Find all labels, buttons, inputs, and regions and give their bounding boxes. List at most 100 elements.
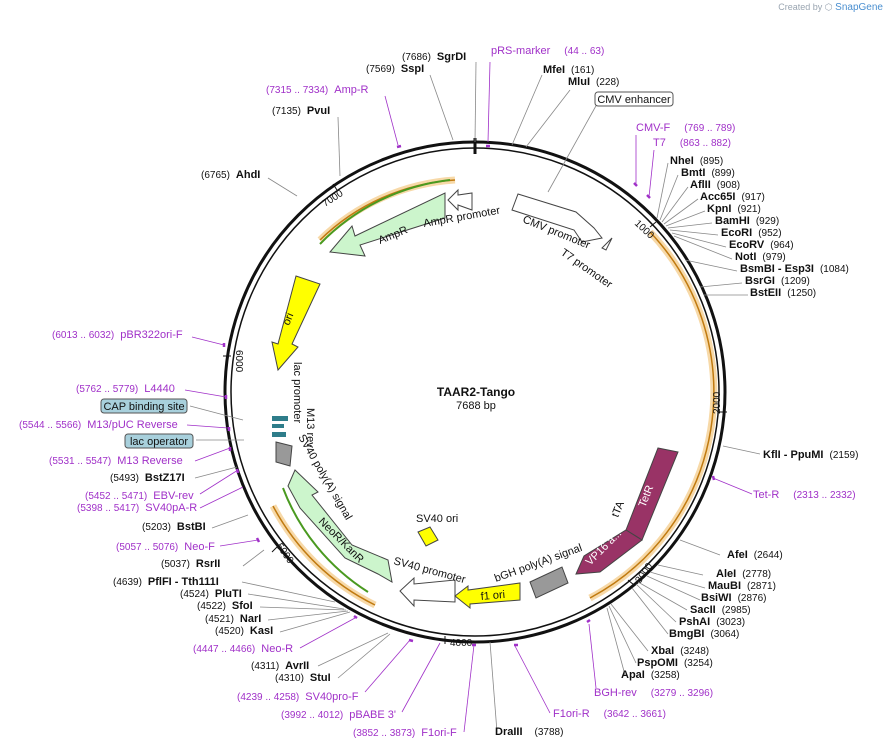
site-bsteii: BstEII(1250) — [750, 287, 816, 299]
site-stui: (4310)StuI — [275, 672, 331, 684]
boxed-cmv-enhancer: CMV enhancer — [594, 91, 674, 107]
svg-text:lac operator: lac operator — [130, 436, 188, 448]
site-kasi: (4520)KasI — [215, 625, 273, 637]
m13-rev-box — [272, 424, 284, 428]
f1-ori-arrow — [454, 582, 521, 610]
ori-arrow — [271, 275, 321, 372]
site-nari: (4521)NarI — [205, 613, 261, 625]
feature-label-m13-rev: M13 rev — [304, 408, 316, 448]
credit-brand: SnapGene — [835, 2, 883, 13]
site-draiii: DraIII(3788) — [495, 726, 563, 738]
site-bamhi: BamHI(929) — [715, 215, 779, 227]
sv40-promoter-arrow — [399, 576, 456, 608]
site-kpni: KpnI(921) — [707, 203, 761, 215]
site-labels: (7686)SgrDI (7569)SspI (7135)PvuI (6765)… — [110, 51, 858, 738]
sv40-polya-box — [275, 441, 293, 467]
site-bsiwi: BsiWI(2876) — [701, 592, 766, 604]
site-ecori: EcoRI(952) — [721, 227, 782, 239]
feature-label-f1-ori: f1 ori — [480, 589, 505, 603]
sv40-ori-box — [417, 526, 439, 547]
primer-pbabe-3: (3992 .. 4012)pBABE 3' — [281, 709, 396, 721]
site-bstbi: (5203)BstBI — [142, 521, 206, 533]
site-maubi: MauBI(2871) — [708, 580, 776, 592]
site-mfei: MfeI(161) — [543, 64, 594, 76]
site-noti: NotI(979) — [735, 251, 786, 263]
site-apai: ApaI(3258) — [621, 669, 680, 681]
snapgene-credit: Created by ⬡ SnapGene — [778, 2, 883, 13]
site-mlui: MluI(228) — [568, 76, 619, 88]
feature-label-sv40-promoter: SV40 promoter — [392, 555, 467, 586]
tick-6000-label: 6000 — [233, 350, 244, 373]
site-pshai: PshAI(3023) — [679, 616, 745, 628]
primer-leaders — [184, 61, 753, 733]
svg-text:CAP binding site: CAP binding site — [103, 401, 184, 413]
site-alei: AleI(2778) — [716, 568, 771, 580]
feature-label-t7-promoter: T7 promoter — [558, 247, 614, 291]
primer-l4440: (5762 .. 5779)L4440 — [76, 383, 175, 395]
cmv-promoter-arrow — [511, 193, 603, 243]
feature-label-ori: ori — [281, 311, 297, 327]
t7-promoter-arrow — [601, 237, 613, 251]
site-bsmbi-esp3i: BsmBI - Esp3I(1084) — [740, 263, 849, 275]
feature-label-lac-promoter: lac promoter — [291, 362, 303, 423]
vp16-arrow — [575, 529, 643, 575]
feature-label-sv40-ori: SV40 ori — [416, 513, 458, 525]
plasmid-name: TAAR2-Tango — [437, 385, 515, 399]
plasmid-length: 7688 bp — [456, 400, 496, 412]
tick-2000: 2000 — [712, 391, 727, 414]
tick-2000-label: 2000 — [712, 391, 723, 414]
site-acc65i: Acc65I(917) — [700, 191, 765, 203]
site-sspi: (7569)SspI — [366, 63, 424, 75]
boxed-cap-binding-site: CAP binding site — [100, 398, 188, 414]
site-sgrdi: (7686)SgrDI — [402, 51, 466, 63]
primer-pbr322ori-f: (6013 .. 6032)pBR322ori-F — [52, 329, 183, 341]
tick-4000: 4000 — [444, 636, 473, 649]
tick-6000: 6000 — [223, 350, 244, 373]
feature-label-tta: tTA — [610, 499, 627, 519]
ampr-promoter-arrow — [447, 188, 473, 212]
site-pflfi-tth111i: (4639)PflFI - Tth111I — [113, 576, 219, 588]
orf-arc-tet-line — [589, 231, 715, 599]
svg-text:CMV enhancer: CMV enhancer — [597, 94, 671, 106]
primer-labels: pRS-marker(44 .. 63) (7315 .. 7334)Amp-R… — [19, 45, 856, 739]
site-aflii: AflII(908) — [690, 179, 740, 191]
primer-ticks — [222, 144, 716, 647]
primer-t7: T7(863 .. 882) — [653, 137, 731, 149]
primer-bgh-rev: BGH-rev(3279 .. 3296) — [594, 687, 713, 699]
primer-neo-r: (4447 .. 4466)Neo-R — [193, 643, 293, 655]
site-ecorv: EcoRV(964) — [729, 239, 794, 251]
ampr-arrow — [329, 192, 446, 257]
site-sfoi: (4522)SfoI — [197, 600, 253, 612]
site-ahdi: (6765)AhdI — [201, 169, 260, 181]
site-bmgbi: BmgBI(3064) — [669, 628, 739, 640]
orf-arc-neo-line — [272, 505, 376, 606]
primer-cmv-f: CMV-F(769 .. 789) — [636, 122, 735, 134]
site-nhei: NheI(895) — [670, 155, 723, 167]
bgh-polya-box — [529, 566, 569, 599]
primer-prs-marker: pRS-marker(44 .. 63) — [491, 45, 604, 57]
site-pspomi: PspOMI(3254) — [637, 657, 713, 669]
primer-ebv-rev: (5452 .. 5471)EBV-rev — [85, 490, 194, 502]
neor-kanr-arrow — [287, 469, 393, 583]
boxed-lac-operator: lac operator — [124, 433, 194, 449]
site-bmti: BmtI(899) — [681, 167, 735, 179]
site-bstz17i: (5493)BstZ17I — [110, 472, 185, 484]
primer-f1ori-f: (3852 .. 3873)F1ori-F — [353, 727, 457, 739]
primer-sv40pa-r: (5398 .. 5417)SV40pA-R — [77, 502, 197, 514]
snapgene-logo-icon: ⬡ — [824, 2, 833, 12]
site-afei: AfeI(2644) — [727, 549, 783, 561]
neo-thin-arc — [282, 487, 369, 593]
cap-binding-box — [272, 432, 286, 437]
site-bsrgi: BsrGI(1209) — [745, 275, 810, 287]
credit-prefix: Created by — [778, 2, 823, 12]
amp-thin-arc — [319, 179, 451, 245]
leader-lines — [189, 61, 761, 733]
site-kfli-ppumi: KflI - PpuMI(2159) — [763, 449, 858, 461]
site-sacii: SacII(2985) — [690, 604, 751, 616]
lac-promoter-box — [272, 416, 288, 421]
site-rsrii: (5037)RsrII — [161, 558, 220, 570]
primer-tet-r: Tet-R(2313 .. 2332) — [753, 489, 856, 501]
site-avrii: (4311)AvrII — [251, 660, 309, 672]
primer-m13-reverse: (5531 .. 5547)M13 Reverse — [49, 455, 183, 467]
